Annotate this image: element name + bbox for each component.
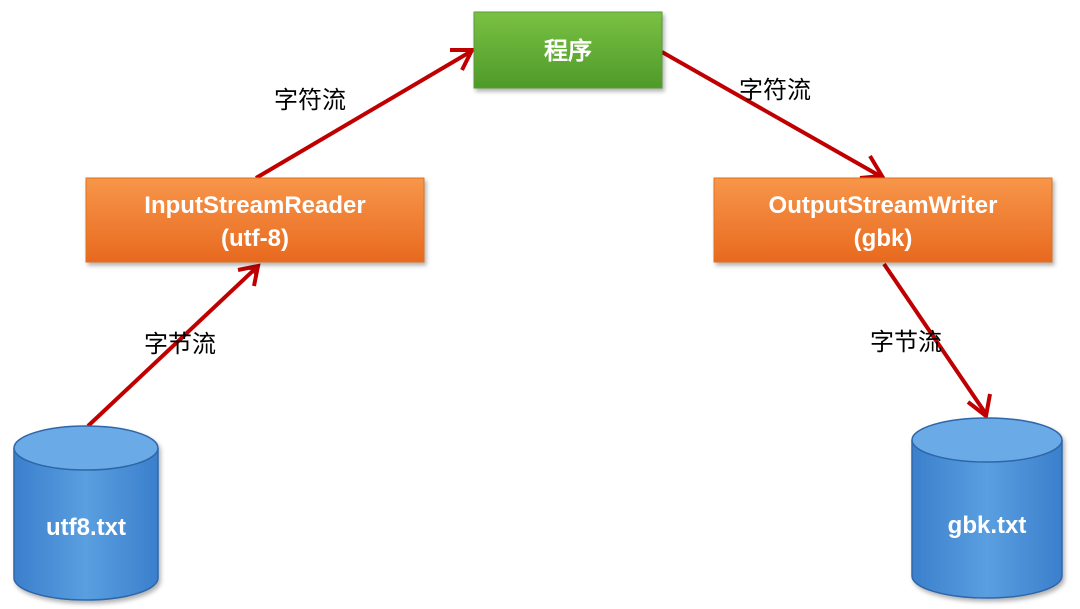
edge-label-program-to-writer: 字符流 xyxy=(739,76,811,104)
arrow-reader-to-program xyxy=(254,50,472,180)
edge-label-writer-to-file: 字节流 xyxy=(870,328,942,356)
reader-node: InputStreamReader (utf-8) xyxy=(85,177,425,263)
writer-node: OutputStreamWriter (gbk) xyxy=(713,177,1053,263)
edge-label-file-to-reader: 字节流 xyxy=(144,330,216,358)
source-file-label: utf8.txt xyxy=(46,514,126,541)
writer-label-line1: OutputStreamWriter xyxy=(769,192,998,219)
arrow-reader-to-program-head xyxy=(450,48,476,71)
target-file-label: gbk.txt xyxy=(948,512,1027,539)
arrow-file-to-reader-head xyxy=(237,263,261,287)
reader-label-line1: InputStreamReader xyxy=(144,192,365,219)
source-file-cylinder: utf8.txt xyxy=(13,425,159,601)
arrow-program-to-writer xyxy=(661,50,881,178)
writer-label-line2: (gbk) xyxy=(854,225,913,252)
arrow-writer-to-file-head xyxy=(966,393,992,420)
arrow-writer-to-file xyxy=(882,262,988,416)
reader-label-line2: (utf-8) xyxy=(221,225,289,252)
arrow-program-to-writer-head xyxy=(859,154,886,180)
edge-label-reader-to-program: 字符流 xyxy=(274,86,346,114)
arrows xyxy=(86,48,992,428)
arrow-file-to-reader xyxy=(86,268,256,428)
target-file-cylinder: gbk.txt xyxy=(911,417,1063,599)
program-node: 程序 xyxy=(473,11,663,89)
program-label: 程序 xyxy=(544,37,592,65)
